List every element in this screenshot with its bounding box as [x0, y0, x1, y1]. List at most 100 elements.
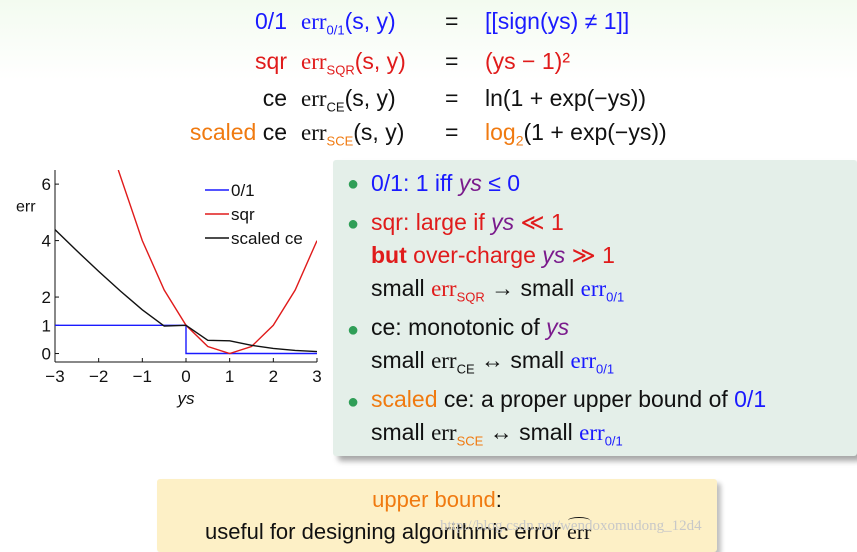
- scaled-word: scaled: [371, 386, 438, 412]
- colon-text: :: [495, 487, 502, 512]
- bullet-text: 0/1: 1 iff: [371, 170, 459, 196]
- x-axis-label: ys: [177, 389, 196, 408]
- series-line-1: [55, 324, 317, 355]
- err-subscript: 0/1: [604, 433, 623, 449]
- note-line: useful for designing algorithmic error e…: [205, 517, 592, 545]
- error-function: errCE(s, y): [301, 82, 396, 124]
- err-text: err: [301, 49, 327, 74]
- arrow-text: ↔ small: [474, 347, 571, 373]
- err-text: err: [570, 348, 597, 373]
- bullet-tail: ≪ 1: [514, 209, 564, 235]
- arrow-text: ↔ small: [483, 419, 580, 445]
- error-function: errSCE(s, y): [301, 116, 404, 158]
- equation-rhs: log2(1 + exp(−ys)): [485, 116, 667, 157]
- err-args: (s, y): [344, 85, 396, 111]
- equals-sign: =: [445, 8, 459, 34]
- y-tick-label: 2: [42, 288, 51, 307]
- bullet-tail: ≫ 1: [565, 242, 615, 268]
- err-hat-text: err: [566, 517, 592, 544]
- err-subscript: SQR: [326, 62, 355, 78]
- log-base: 2: [515, 132, 524, 149]
- x-tick-label: −3: [45, 367, 64, 386]
- x-tick-label: −1: [133, 367, 152, 386]
- err-subscript: CE: [326, 99, 345, 115]
- err-args: (s, y): [354, 48, 406, 74]
- bullet-text: ce: monotonic of: [371, 314, 547, 340]
- y-axis-label: err: [16, 199, 36, 216]
- bullet-panel: ● 0/1: 1 iff ys ≤ 0 ● sqr: large if ys ≪…: [333, 160, 857, 456]
- upper-bound-note: upper bound: useful for designing algori…: [157, 479, 717, 552]
- err-subscript: 0/1: [596, 361, 615, 377]
- equation-row-scaled-ce: scaled ce errSCE(s, y) = log2(1 + exp(−y…: [0, 116, 857, 149]
- bullet-dot: ●: [347, 213, 360, 235]
- small-text: small: [371, 419, 432, 445]
- arrow-text: → small: [484, 275, 581, 301]
- legend-label: scaled ce: [231, 229, 303, 248]
- err-text: err: [580, 276, 607, 301]
- title-band: [0, 0, 857, 80]
- series-line-2: [117, 170, 317, 355]
- err-text: err: [579, 420, 605, 445]
- equation-row-ce: ce errCE(s, y) = ln(1 + exp(−ys)): [0, 82, 857, 115]
- log-arg: (1 + exp(−ys)): [523, 119, 667, 145]
- x-tick-label: 3: [312, 367, 321, 386]
- scaled-word: scaled: [189, 119, 257, 145]
- but-bold: but: [371, 242, 407, 268]
- equation-label: ce: [262, 85, 287, 111]
- y-tick-label: 0: [42, 345, 51, 364]
- x-tick-label: 2: [269, 367, 278, 386]
- legend-label: sqr: [231, 205, 255, 224]
- err-sqr: errSQR: [431, 276, 485, 305]
- equation-rhs: [[sign(ys) ≠ 1]]: [485, 8, 630, 34]
- err-args: (s, y): [353, 119, 405, 145]
- watermark: http://blog.csdn.net/wendoxomudong_12d4: [440, 518, 702, 534]
- y-tick-label: 6: [42, 175, 51, 194]
- note-title: upper bound:: [157, 487, 717, 513]
- err-subscript: SQR: [456, 289, 485, 305]
- small-text: small: [371, 347, 432, 373]
- equals-sign: =: [445, 85, 459, 111]
- error-function: errSQR(s, y): [301, 45, 406, 87]
- bullet-dot: ●: [347, 173, 360, 195]
- note-text: useful for designing algorithmic error: [205, 519, 567, 544]
- equation-rhs: (ys − 1)²: [485, 48, 570, 74]
- err-text: err: [431, 276, 457, 301]
- upper-bound-text: upper bound: [372, 487, 496, 512]
- err-subscript: 0/1: [326, 22, 345, 38]
- x-tick-label: −2: [89, 367, 108, 386]
- bullet-dot: ●: [347, 319, 360, 341]
- bullet-dot: ●: [347, 391, 360, 413]
- err-args: (s, y): [344, 8, 396, 34]
- err-subscript: CE: [456, 361, 475, 377]
- err-text: err: [301, 86, 327, 111]
- small-text: small: [371, 275, 432, 301]
- equals-sign: =: [445, 119, 459, 145]
- log-text: log: [485, 119, 516, 145]
- var-ys: ys: [491, 209, 515, 235]
- var-ys: ys: [546, 314, 570, 340]
- error-function: err0/1(s, y): [301, 5, 396, 47]
- equation-row-01: 0/1 err0/1(s, y) = [[sign(ys) ≠ 1]]: [0, 5, 857, 38]
- err-text: err: [301, 9, 327, 34]
- ce-word: ce: [256, 119, 287, 145]
- bullet-sqr: sqr: large if ys ≪ 1 but over-charge ys …: [371, 206, 624, 305]
- bullet-ce: ce: monotonic of ys small errCE ↔ small …: [371, 311, 614, 377]
- bullet-tail: ≤ 0: [481, 170, 521, 196]
- err-text: err: [431, 348, 457, 373]
- err-subscript: SCE: [456, 433, 484, 449]
- bullet-text: ce: a proper upper bound of: [437, 386, 735, 412]
- x-tick-label: 0: [181, 367, 190, 386]
- equation-label: sqr: [255, 48, 287, 74]
- err-text: err: [301, 120, 327, 145]
- equation-row-sqr: sqr errSQR(s, y) = (ys − 1)²: [0, 45, 857, 78]
- series-line-3: [55, 229, 317, 353]
- y-tick-label: 1: [42, 316, 51, 335]
- equals-sign: =: [445, 48, 459, 74]
- err-subscript: SCE: [326, 133, 354, 149]
- err-01: err0/1: [570, 348, 615, 377]
- var-ys: ys: [458, 170, 482, 196]
- bullet-text: over-charge: [406, 242, 543, 268]
- equation-label: 0/1: [255, 8, 287, 34]
- x-tick-label: 1: [225, 367, 234, 386]
